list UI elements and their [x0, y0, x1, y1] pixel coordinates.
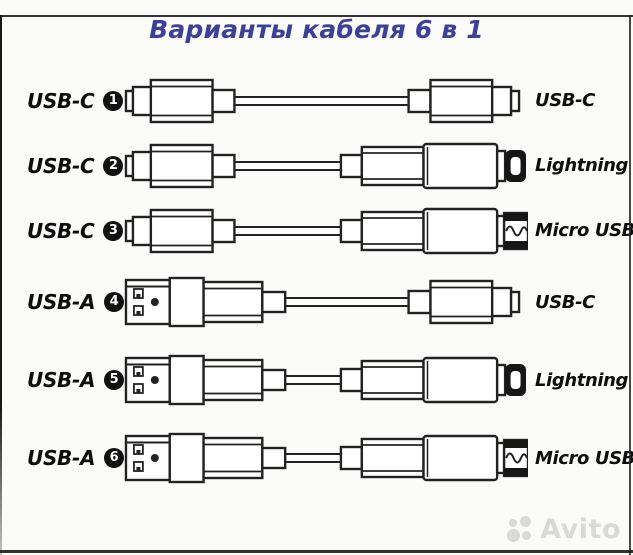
frame-edge-bottom	[0, 550, 633, 553]
usb-c-connector-icon	[124, 208, 236, 253]
right-connector-zone: USB-C	[528, 292, 633, 313]
cable-variant-row: USB-A 4 USB-C	[0, 263, 633, 341]
lightning-connector-icon	[339, 356, 528, 404]
right-connector-label: Micro USB	[535, 447, 633, 469]
usb-c-connector-icon	[407, 279, 521, 325]
left-connector-label: USB-A	[27, 368, 96, 392]
avito-watermark: Avito	[507, 514, 621, 545]
variant-number-badge: 6	[104, 448, 125, 468]
left-connector-zone: USB-A 5	[0, 368, 125, 392]
right-connector-zone: Micro USB	[528, 448, 633, 469]
cable-variant-row: USB-A 5 Lightning	[0, 341, 633, 419]
watermark-text: Avito	[540, 514, 621, 545]
frame-edge-top	[0, 15, 633, 17]
left-connector-label: USB-A	[27, 446, 96, 470]
left-connector-zone: USB-C 3	[0, 218, 124, 243]
cable-variant-row: USB-A 6 Micro USB	[0, 419, 633, 497]
right-connector-zone: Lightning	[528, 155, 633, 176]
variant-number-badge: 4	[104, 292, 125, 312]
cable-line	[218, 95, 420, 106]
variant-number-badge: 3	[103, 220, 124, 241]
left-connector-label: USB-C	[27, 153, 95, 178]
cable-diagram	[124, 207, 528, 254]
page-title: Варианты кабеля 6 в 1	[149, 15, 484, 44]
left-connector-label: USB-C	[27, 218, 95, 243]
usb-c-connector-icon	[124, 143, 236, 188]
cable-variant-row: USB-C 2 Lightning	[0, 133, 633, 198]
variant-number-badge: 2	[103, 155, 124, 176]
usb-a-connector-icon	[124, 354, 287, 406]
cable-diagram	[124, 432, 528, 484]
usb-a-connector-icon	[124, 276, 287, 328]
cable-variant-row: USB-C 1 USB-C	[0, 68, 633, 133]
right-connector-label: USB-C	[535, 291, 595, 313]
lightning-connector-icon	[339, 142, 528, 189]
micro-usb-connector-icon	[339, 207, 528, 254]
left-connector-zone: USB-C 1	[0, 88, 124, 113]
left-connector-label: USB-A	[27, 290, 96, 314]
variant-number-badge: 1	[103, 90, 124, 111]
right-connector-label: Lightning	[535, 155, 629, 176]
usb-c-connector-icon	[407, 78, 521, 123]
cable-diagram	[124, 276, 521, 328]
usb-a-connector-icon	[124, 432, 287, 484]
variant-number-badge: 5	[104, 370, 125, 390]
frame-edge-right	[629, 15, 631, 555]
right-connector-zone: Lightning	[528, 370, 633, 391]
left-connector-zone: USB-A 4	[0, 290, 125, 314]
cable-diagram	[124, 142, 528, 189]
cable-variant-row: USB-C 3 Micro USB	[0, 198, 633, 263]
right-connector-label: Lightning	[535, 369, 629, 391]
usb-c-connector-icon	[124, 78, 236, 123]
cable-diagram	[124, 78, 521, 123]
left-connector-label: USB-C	[27, 88, 95, 113]
avito-logo-icon	[507, 516, 534, 543]
right-connector-label: USB-C	[535, 90, 595, 111]
cable-variant-list: USB-C 1 USB-C USB-C 2 Lightning USB-C 3	[0, 68, 633, 497]
frame-edge-left	[0, 15, 2, 555]
right-connector-zone: USB-C	[528, 90, 633, 111]
left-connector-zone: USB-C 2	[0, 153, 124, 178]
left-connector-zone: USB-A 6	[0, 446, 125, 470]
micro-usb-connector-icon	[339, 434, 528, 482]
cable-diagram	[124, 354, 528, 406]
right-connector-zone: Micro USB	[528, 220, 633, 241]
right-connector-label: Micro USB	[535, 220, 633, 241]
